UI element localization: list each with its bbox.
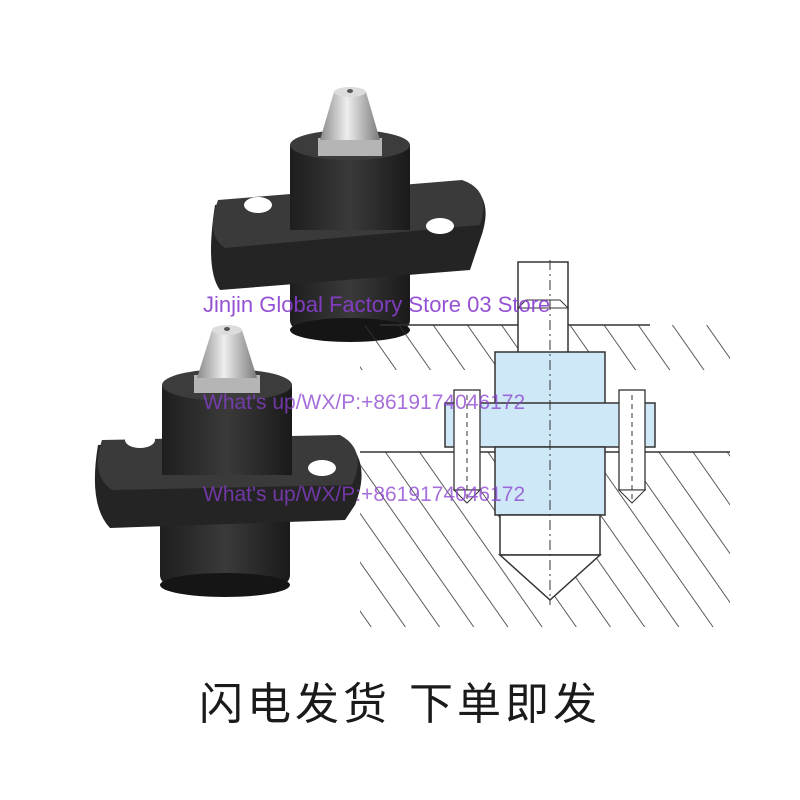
shipping-caption: 闪电发货 下单即发: [199, 679, 601, 730]
contact-watermark: What's up/WX/P:+8619174046172: [203, 391, 526, 414]
store-watermark: Jinjin Global Factory Store 03 Store: [203, 292, 551, 317]
contact-watermark: What's up/WX/P:+8619174046172: [203, 483, 526, 506]
locating-pin-upper-photo: [211, 87, 486, 342]
cross-section-diagram: [360, 260, 730, 627]
locating-pin-lower-photo: [94, 325, 362, 597]
